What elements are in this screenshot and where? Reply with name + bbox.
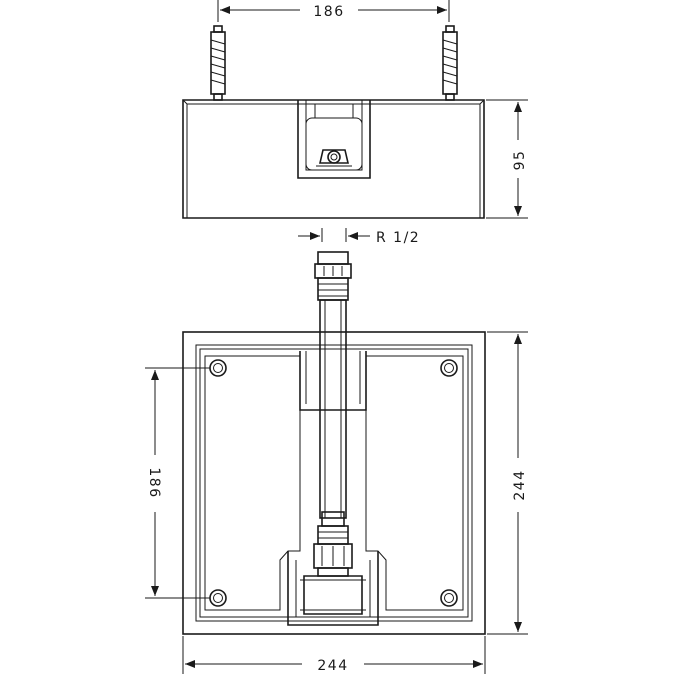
dimension-housing-95: 95 (486, 99, 528, 219)
housing-side-view: 186 95 (182, 0, 528, 219)
plate-screw-holes (209, 359, 458, 607)
plate-connector-pocket (287, 551, 379, 626)
dim-label-244-right: 244 (512, 469, 528, 500)
dimension-top-186: 186 (217, 0, 450, 22)
left-wall-anchor (210, 25, 226, 101)
right-wall-anchor (442, 25, 458, 101)
housing-body (182, 99, 485, 219)
dim-label-95: 95 (512, 150, 528, 171)
dimension-thread: R 1/2 (298, 228, 420, 246)
lower-hose-fitting (313, 511, 353, 577)
upper-hose-fitting (314, 251, 352, 301)
dim-label-thread: R 1/2 (376, 230, 420, 246)
mounting-plate-front-view: 186 244 244 (145, 251, 528, 674)
plate-outline (182, 331, 486, 635)
dimension-plate-244-vertical: 244 (487, 331, 528, 635)
dimension-plate-186: 186 (145, 367, 210, 599)
dim-label-186-left: 186 (146, 467, 162, 498)
housing-recess (297, 100, 371, 179)
dim-label-244-bottom: 244 (317, 658, 348, 674)
dim-label-top: 186 (313, 4, 344, 20)
dimension-plate-244-horizontal: 244 (182, 636, 486, 674)
